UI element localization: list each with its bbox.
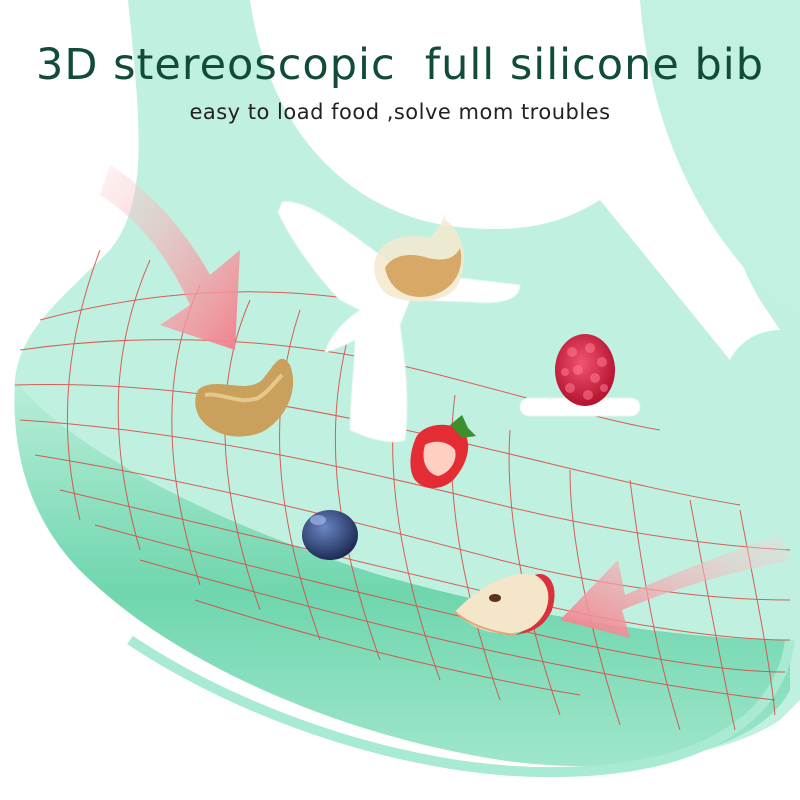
bib-strap-right	[640, 0, 800, 320]
bib-pocket	[14, 380, 790, 767]
cashew-upper	[374, 211, 464, 302]
neck-opening	[250, 0, 640, 227]
blueberry	[302, 510, 358, 560]
pocket-rim	[127, 635, 795, 778]
arrow-left	[100, 165, 240, 350]
apple-slice	[454, 574, 555, 636]
arrow-right	[560, 535, 790, 638]
strawberry	[410, 415, 476, 489]
headline: 3D stereoscopic full silicone bib	[36, 40, 764, 90]
subline: easy to load food ,solve mom troubles	[189, 100, 611, 124]
raspberry	[555, 334, 615, 406]
cashew-lower	[195, 358, 294, 437]
